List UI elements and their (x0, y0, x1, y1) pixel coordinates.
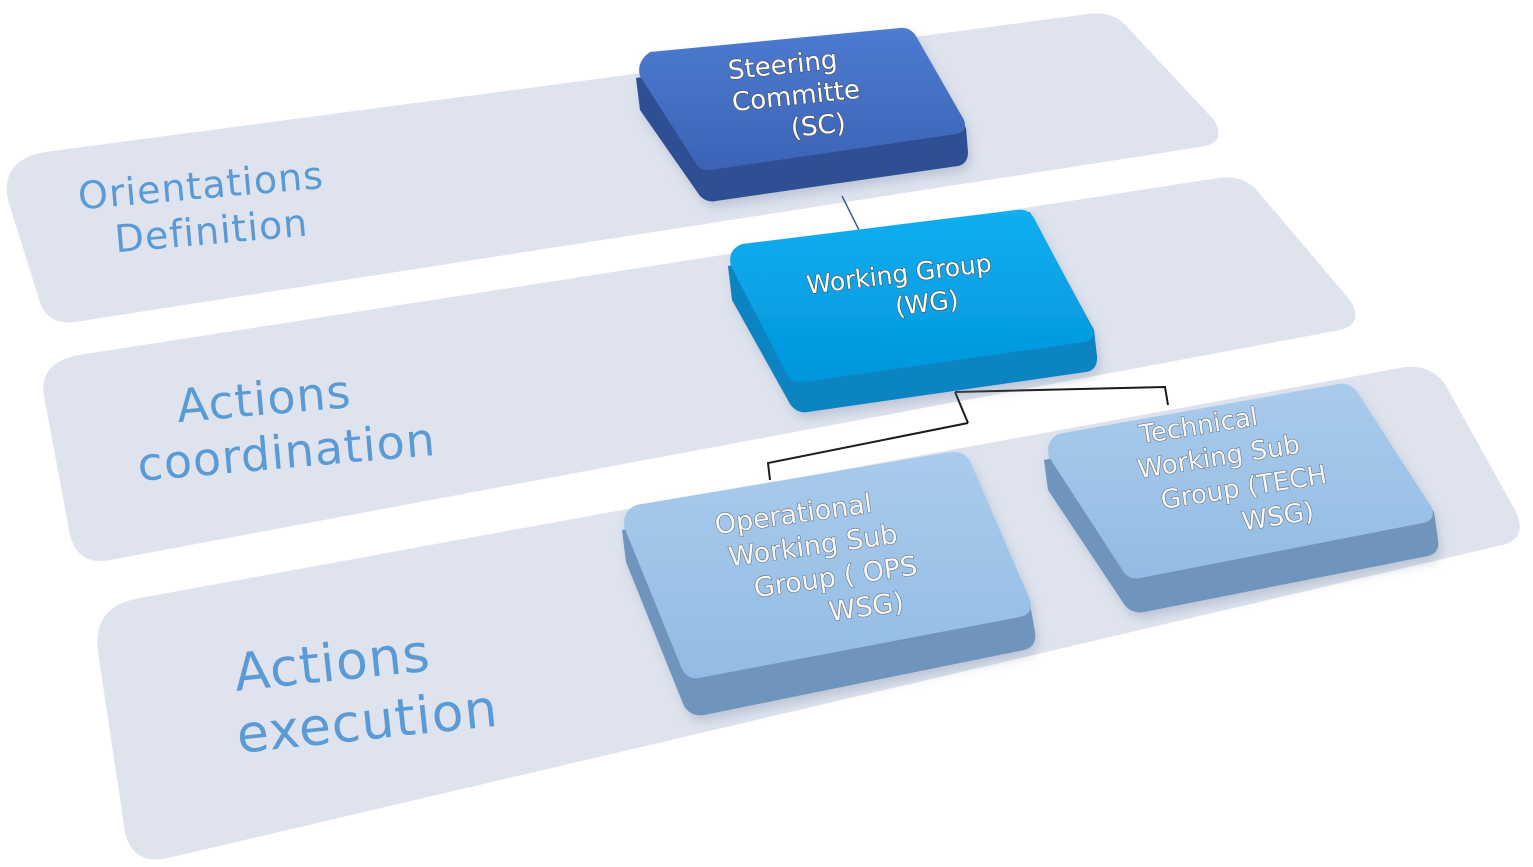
connector-sc-wg (841, 195, 861, 233)
box-label-line: (SC) (789, 108, 847, 144)
connector-wg-split (954, 391, 969, 424)
box-face (639, 27, 965, 171)
layer-label-execution: Actions execution (227, 617, 501, 766)
connector-branch-ops (766, 422, 969, 481)
box-face (624, 451, 1031, 679)
box-technical-working-sub-group[interactable]: Technical Working Sub Group (TECH WSG) (1044, 383, 1439, 613)
box-face (1048, 383, 1433, 579)
box-working-group[interactable]: Working Group (WG) (728, 209, 1098, 413)
box-face (730, 209, 1094, 383)
box-label-wg: Working Group (WG) (805, 247, 1005, 331)
box-steering-committee[interactable]: Steering Committe (SC) (636, 27, 968, 202)
connector-branch-tech (954, 385, 1169, 406)
connectors-sub (766, 385, 1169, 481)
box-operational-working-sub-group[interactable]: Operational Working Sub Group ( OPS WSG) (622, 451, 1036, 716)
connectors (841, 195, 861, 233)
